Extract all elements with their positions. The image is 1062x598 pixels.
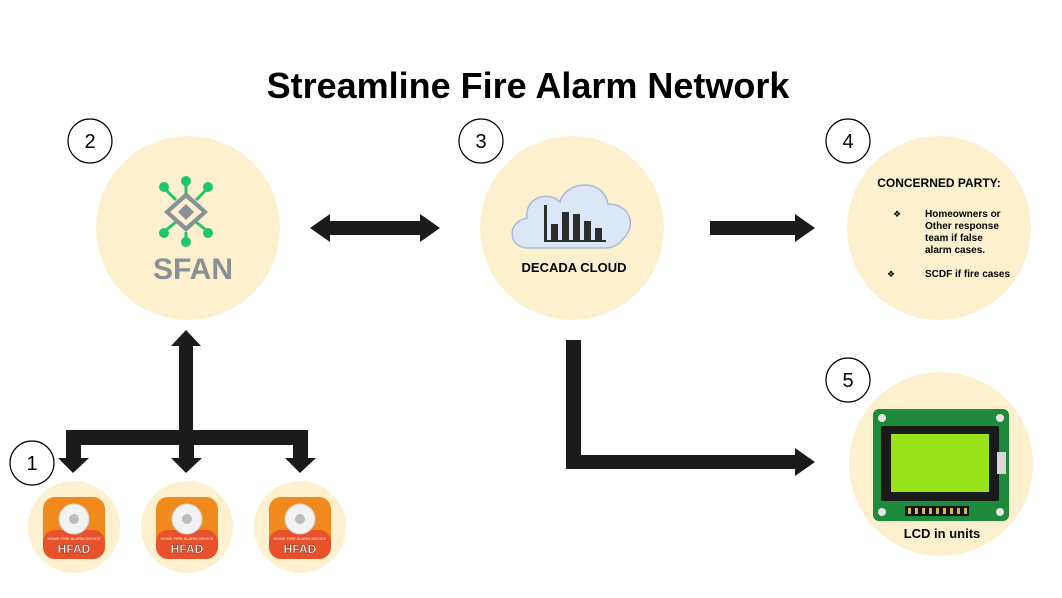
- node-concerned-party: CONCERNED PARTY: ❖ Homeowners or Other r…: [825, 118, 1031, 320]
- party-item-1-line-4: alarm cases.: [925, 245, 985, 256]
- hfad-device-3: HOME FIRE ALARM DEVICE HFAD: [254, 481, 346, 573]
- step-marker-2: [67, 118, 113, 164]
- node-lcd: LCD in units 5: [825, 357, 1033, 556]
- cloud-label: DECADA CLOUD: [522, 260, 627, 275]
- lcd-module-icon: [873, 409, 1009, 521]
- step-marker-5: [825, 357, 871, 403]
- arrow-cloud-party: [710, 214, 815, 242]
- lcd-label: LCD in units: [904, 526, 981, 541]
- hfad-label-1: HFAD: [58, 542, 91, 556]
- hfad-caption-1: HOME FIRE ALARM DEVICE: [48, 536, 101, 541]
- node-decada-cloud: DECADA CLOUD 3: [458, 118, 664, 320]
- step-marker-1: [9, 440, 55, 486]
- step-number-1: 1: [26, 453, 37, 475]
- party-item-1-line-1: Homeowners or: [925, 209, 1001, 220]
- party-item-1-line-3: team if false: [925, 233, 983, 244]
- arrow-trunk-sfan: [171, 330, 201, 438]
- smoke-detector-icon: [58, 503, 90, 535]
- branch-bar: [66, 430, 308, 445]
- party-item-1-line-2: Other response: [925, 221, 999, 232]
- step-marker-3: [458, 118, 504, 164]
- step-number-4: 4: [842, 131, 853, 153]
- arrow-branch-hfad-1: [58, 445, 89, 473]
- hfad-device-1: HOME FIRE ALARM DEVICE HFAD: [28, 481, 120, 573]
- arrow-cloud-lcd: [566, 340, 815, 476]
- hfad-label-2: HFAD: [171, 542, 204, 556]
- hfad-caption-2: HOME FIRE ALARM DEVICE: [161, 536, 214, 541]
- hfad-device-2: HOME FIRE ALARM DEVICE HFAD: [141, 481, 233, 573]
- step-number-3: 3: [475, 131, 486, 153]
- party-heading: CONCERNED PARTY:: [877, 176, 1001, 190]
- step-number-5: 5: [842, 370, 853, 392]
- party-item-2: SCDF if fire cases: [925, 269, 1010, 280]
- smoke-detector-icon: [171, 503, 203, 535]
- sfan-logo-text: SFAN: [153, 253, 233, 286]
- hfad-label-3: HFAD: [284, 542, 317, 556]
- party-bullet-1: ❖: [893, 210, 901, 220]
- hfad-caption-3: HOME FIRE ALARM DEVICE: [274, 536, 327, 541]
- arrow-sfan-cloud: [310, 214, 440, 242]
- arrow-branch-hfad-3: [285, 445, 316, 473]
- diagram-title: Streamline Fire Alarm Network: [267, 65, 791, 106]
- smoke-detector-icon: [284, 503, 316, 535]
- party-bullet-2: ❖: [887, 270, 895, 280]
- arrow-branch-hfad-2: [171, 445, 202, 473]
- cloud-chart-icon: [511, 184, 632, 249]
- step-marker-4: [825, 118, 871, 164]
- node-hfad-devices: HOME FIRE ALARM DEVICE HFAD HOME FIRE AL…: [9, 440, 346, 573]
- network-chip-icon: [159, 176, 213, 247]
- step-number-2: 2: [84, 131, 95, 153]
- node-sfan: SFAN 2: [67, 118, 280, 320]
